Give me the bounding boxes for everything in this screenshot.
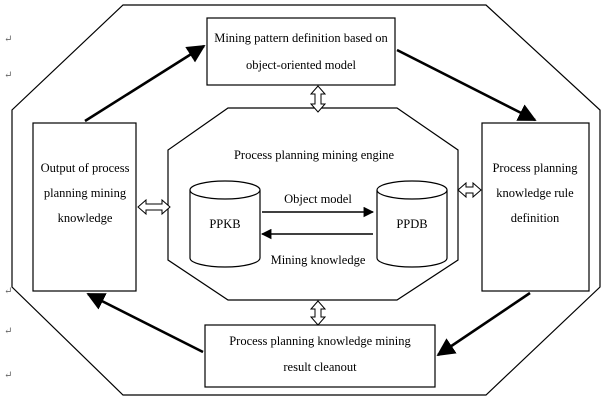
paragraph-mark: ↵ xyxy=(4,70,12,81)
right-box-line2: knowledge rule xyxy=(496,186,574,200)
top-box xyxy=(206,17,396,86)
right-box xyxy=(481,122,590,292)
right-box-line3: definition xyxy=(511,211,560,225)
left-box-line3: knowledge xyxy=(58,211,113,225)
right-double-arrow xyxy=(457,181,482,199)
top-box-line2: object-oriented model xyxy=(246,58,357,72)
paragraph-mark: ↵ xyxy=(4,34,12,45)
left-box-line2: planning mining xyxy=(44,186,127,200)
left-box xyxy=(32,122,137,292)
paragraph-mark: ↵ xyxy=(4,326,12,337)
top-box-line1: Mining pattern definition based on xyxy=(214,31,388,45)
ppdb-label: PPDB xyxy=(396,217,427,231)
bottom-box xyxy=(204,324,436,388)
paragraph-mark: ↵ xyxy=(4,286,12,297)
object-model-label: Object model xyxy=(284,192,352,206)
right-box-line1: Process planning xyxy=(492,161,578,175)
cycle-arrow-right-to-bottom xyxy=(436,291,531,357)
ppkb-label: PPKB xyxy=(209,217,240,231)
cycle-arrow-top-to-right xyxy=(396,48,537,122)
bottom-box-line1: Process planning knowledge mining xyxy=(229,334,411,348)
bottom-double-arrow xyxy=(309,300,327,326)
bottom-box-line2: result cleanout xyxy=(283,360,357,374)
engine-octagon xyxy=(167,107,459,301)
mining-knowledge-label: Mining knowledge xyxy=(271,253,366,267)
ppdb-database-icon xyxy=(376,180,448,268)
top-double-arrow xyxy=(309,85,327,113)
cycle-arrow-left-to-top xyxy=(84,44,206,123)
ppkb-database-icon xyxy=(189,180,261,268)
cycle-arrow-bottom-to-left xyxy=(86,292,204,354)
left-double-arrow xyxy=(137,198,171,216)
left-box-line1: Output of process xyxy=(41,161,130,175)
outer-octagon xyxy=(11,4,601,396)
paragraph-mark: ↵ xyxy=(4,370,12,381)
engine-title: Process planning mining engine xyxy=(234,148,394,162)
